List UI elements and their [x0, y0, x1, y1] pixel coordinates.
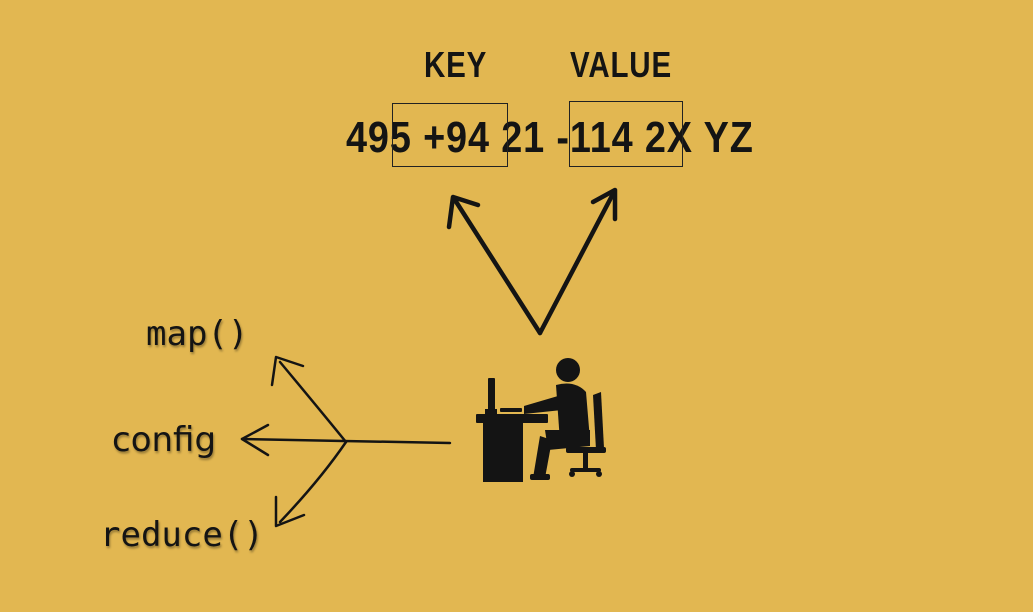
- config-label: config: [112, 420, 217, 460]
- record-suffix: X YZ: [666, 113, 754, 162]
- key-arrow: [446, 194, 543, 336]
- value-arrow: [537, 187, 618, 336]
- reduce-function-label: reduce(): [100, 515, 264, 555]
- computer-monitor-icon: [488, 378, 495, 414]
- key-highlight-box: [392, 103, 508, 167]
- person-at-desk-icon: [476, 358, 606, 482]
- record-key-segment: 5 +94: [389, 113, 490, 162]
- record-middle: 21: [489, 113, 557, 162]
- chair-icon: [566, 392, 606, 477]
- record-prefix: 49: [346, 113, 390, 162]
- reduce-arrow: [274, 440, 348, 528]
- map-function-label: map(): [146, 314, 249, 354]
- value-highlight-box: [569, 101, 683, 167]
- key-header: KEY: [424, 44, 488, 85]
- map-arrow: [270, 355, 348, 444]
- value-header: VALUE: [570, 44, 672, 85]
- config-arrow: [240, 423, 452, 457]
